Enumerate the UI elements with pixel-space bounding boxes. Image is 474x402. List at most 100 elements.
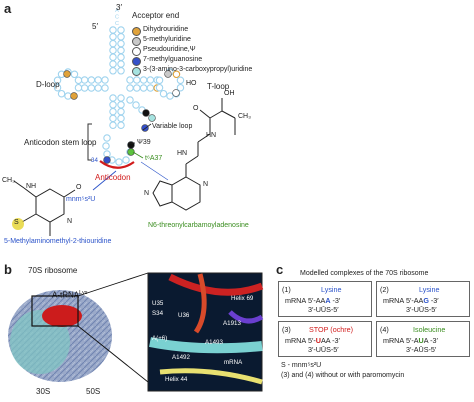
nucleotide-circle (117, 53, 125, 61)
anticodon-label: Anticodon (95, 173, 131, 182)
nucleotide-circle (133, 76, 141, 84)
ribosome-title: 70S ribosome (28, 266, 78, 275)
nucleotide-circle (139, 84, 148, 92)
nucleotide-circle (117, 114, 125, 123)
t-loop-label: T-loop (207, 82, 230, 91)
nucleotide-circle (117, 121, 125, 129)
mrna-ribbon (159, 368, 263, 385)
mnm5s2u-label: mnm⁵s²U (66, 196, 96, 203)
mrna-label: mRNA (383, 336, 405, 345)
nucleotide-circle (109, 114, 117, 123)
inset-mrna: mRNA (224, 359, 243, 366)
nucleotide-circle (126, 96, 134, 104)
inset-helix44: Helix 44 (165, 376, 188, 383)
nucleotide-circle (176, 76, 185, 85)
inset-s34: S34 (152, 310, 164, 317)
legend-dot (132, 27, 141, 36)
modified-nucleotide-circle (70, 92, 78, 100)
a-trna-sup: Lys (79, 290, 88, 296)
nucleotide-circle (109, 26, 117, 34)
label-30s: 30S (36, 387, 51, 396)
psi39-label: Ψ39 (137, 139, 151, 146)
modified-nucleotide-circle (172, 89, 180, 97)
three-prime-label: 3′ (116, 3, 122, 12)
t6a-structure (152, 98, 236, 211)
nucleotide-circle (117, 26, 125, 34)
nucleotide-circle (57, 89, 66, 98)
complex-num: (3) (282, 325, 291, 334)
atom-n-right-2: N (144, 190, 150, 197)
mnm5s2u-arrow (92, 170, 117, 191)
inset-a1913: A1913 (223, 320, 241, 327)
nucleotide-circle (101, 76, 109, 84)
footnote-s: S - mnm⁵s²U (281, 362, 322, 369)
nucleotide-circle (80, 76, 89, 84)
trna-anticodon: 3′-UŪS-5′ (406, 305, 437, 314)
atom-nh-left: NH (26, 183, 37, 190)
trna-ribbon (168, 273, 264, 296)
nucleotide-circle (159, 89, 168, 98)
a-trna-text: A-tRNA (52, 290, 80, 300)
inset-u36: U36 (178, 312, 190, 319)
nucleotide-circle (133, 84, 141, 92)
nucleotide-circle (117, 39, 125, 48)
atom-hn-right-2: HN (177, 150, 188, 157)
nucleotide-circle (109, 46, 117, 55)
nucleotide-circle (53, 83, 62, 92)
label-50s: 50S (86, 387, 101, 396)
legend-dot (132, 47, 141, 56)
nucleotide-circle (74, 83, 83, 92)
nucleotide-circle (126, 76, 134, 84)
nucleotide-circle (87, 76, 96, 84)
nucleotide-circle (126, 84, 134, 92)
nucleotide-circle (109, 107, 117, 116)
sulfur-highlight (12, 218, 24, 230)
atom-hn-right: HN (206, 132, 217, 139)
mrna-special: A (325, 296, 331, 305)
atom-n-left: N (67, 218, 73, 225)
nucleotide-circle (102, 142, 110, 150)
legend-label: 7-methylguanosine (143, 56, 203, 63)
complex-name: Lysine (419, 285, 440, 294)
position-34-label: 34 (91, 157, 98, 164)
nucleotide-circle (146, 84, 155, 92)
inset-u35: U35 (152, 300, 164, 307)
anticodon-stem-bracket (87, 123, 92, 161)
complex-name: STOP (ochre) (309, 325, 354, 334)
nucleotide-circle (101, 84, 109, 92)
mrna-label: mRNA (285, 296, 307, 305)
complex-box-1: (1) Lysine mRNA 5′-AAA -3′ 3′-UŪS-5′ (278, 281, 372, 317)
nucleotide-circle (139, 76, 148, 84)
modified-nucleotide-circle (142, 109, 150, 117)
acceptor-end-label: Acceptor end (132, 11, 180, 20)
nucleotide-circle (132, 101, 140, 109)
mrna-codon: 5′-AUA -3′ (406, 336, 438, 345)
nucleotide-circle (155, 76, 164, 85)
legend-label: 5-methyluridine (143, 36, 191, 43)
footnote-paromomycin: (3) and (4) without or with paromomycin (281, 372, 405, 379)
trna-ribbon-2 (193, 273, 207, 334)
mrna-label: mRNA (383, 296, 405, 305)
mrna-special: G (423, 296, 429, 305)
trna-cloverleaf-diagram: ACC (12, 8, 236, 236)
variable-loop-arrow (142, 123, 152, 131)
ribosome-structure-image (8, 272, 264, 392)
complex-box-3: (3) STOP (ochre) mRNA 5′-UAA -3′ 3′-UŪS-… (278, 321, 372, 357)
mrna-codon: 5′-UAA -3′ (308, 336, 340, 345)
complex-box-2: (2) Lysine mRNA 5′-AAG -3′ 3′-UŪS-5′ (376, 281, 470, 317)
mrna-suffix: A -3′ (423, 336, 438, 345)
nucleotide-circle (94, 76, 102, 84)
t6a-link-line (140, 161, 169, 181)
panel-a-letter: a (4, 1, 12, 16)
nucleotide-circle (109, 53, 117, 61)
trna-anticodon: 3′-UŪS-5′ (308, 345, 339, 354)
nucleotide-circle (109, 33, 117, 41)
nucleotide-circle (146, 76, 155, 84)
modified-nucleotide-circle (148, 114, 156, 122)
trna-anticodon: 3′-AŪS-5′ (406, 345, 437, 354)
nucleotide-circle (103, 150, 111, 158)
complex-name: Isoleucine (413, 325, 446, 334)
mrna-prefix: 5′- (308, 336, 316, 345)
atom-ho-right: HO (186, 80, 197, 87)
variable-loop-label: Variable loop (152, 123, 193, 130)
